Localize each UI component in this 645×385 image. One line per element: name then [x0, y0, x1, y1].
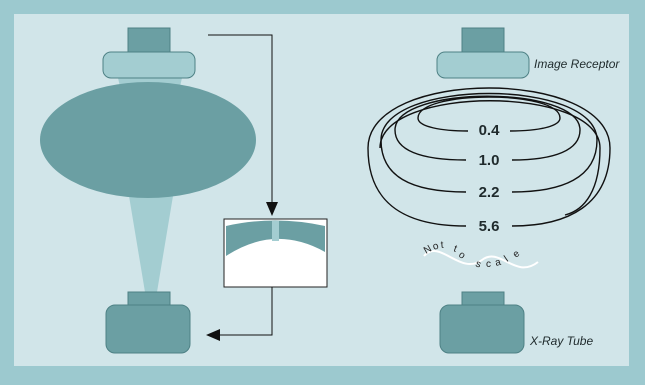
isodose-curve-4	[379, 100, 601, 216]
nts-letter: e	[511, 248, 523, 260]
not-to-scale-text: N o t t o s c a l e	[422, 240, 523, 271]
isodose-label-0-4: 0.4	[479, 122, 501, 139]
isodose-curve-2	[394, 95, 581, 161]
nts-letter: l	[502, 254, 510, 264]
receptor-right-base	[436, 51, 530, 79]
nts-letter: t	[440, 240, 444, 251]
arrow-left-head	[206, 329, 220, 341]
nts-letter: s	[474, 258, 482, 270]
nts-letter: o	[431, 240, 440, 252]
not-to-scale-wave	[423, 250, 539, 269]
nts-letter: N	[422, 243, 434, 256]
patient-body	[40, 82, 256, 198]
xray-tube-label: X-Ray Tube	[529, 334, 593, 348]
nts-letter: o	[456, 249, 467, 261]
tube-right-body	[439, 304, 525, 354]
isodose-curve-5	[367, 87, 611, 227]
nts-letter: a	[494, 257, 503, 269]
isodose-label-5-6: 5.6	[479, 218, 500, 235]
arrow-left-line	[220, 287, 273, 336]
tube-left-body	[105, 304, 191, 354]
inset-highlight	[272, 221, 279, 241]
receptor-right-top	[461, 27, 505, 55]
image-receptor-label: Image Receptor	[534, 57, 620, 71]
arrow-down-line	[208, 34, 273, 202]
receptor-left-base	[102, 51, 196, 79]
isodose-label-1-0: 1.0	[479, 152, 500, 169]
isodose-label-2-2: 2.2	[479, 184, 500, 201]
nts-letter: c	[486, 259, 491, 270]
arrow-down-head	[266, 202, 278, 216]
isodose-curve-1	[417, 96, 561, 132]
lower-beam	[128, 190, 174, 292]
receptor-left-top	[127, 27, 171, 55]
nts-letter: t	[452, 243, 459, 254]
isodose-curve-3	[380, 92, 598, 193]
